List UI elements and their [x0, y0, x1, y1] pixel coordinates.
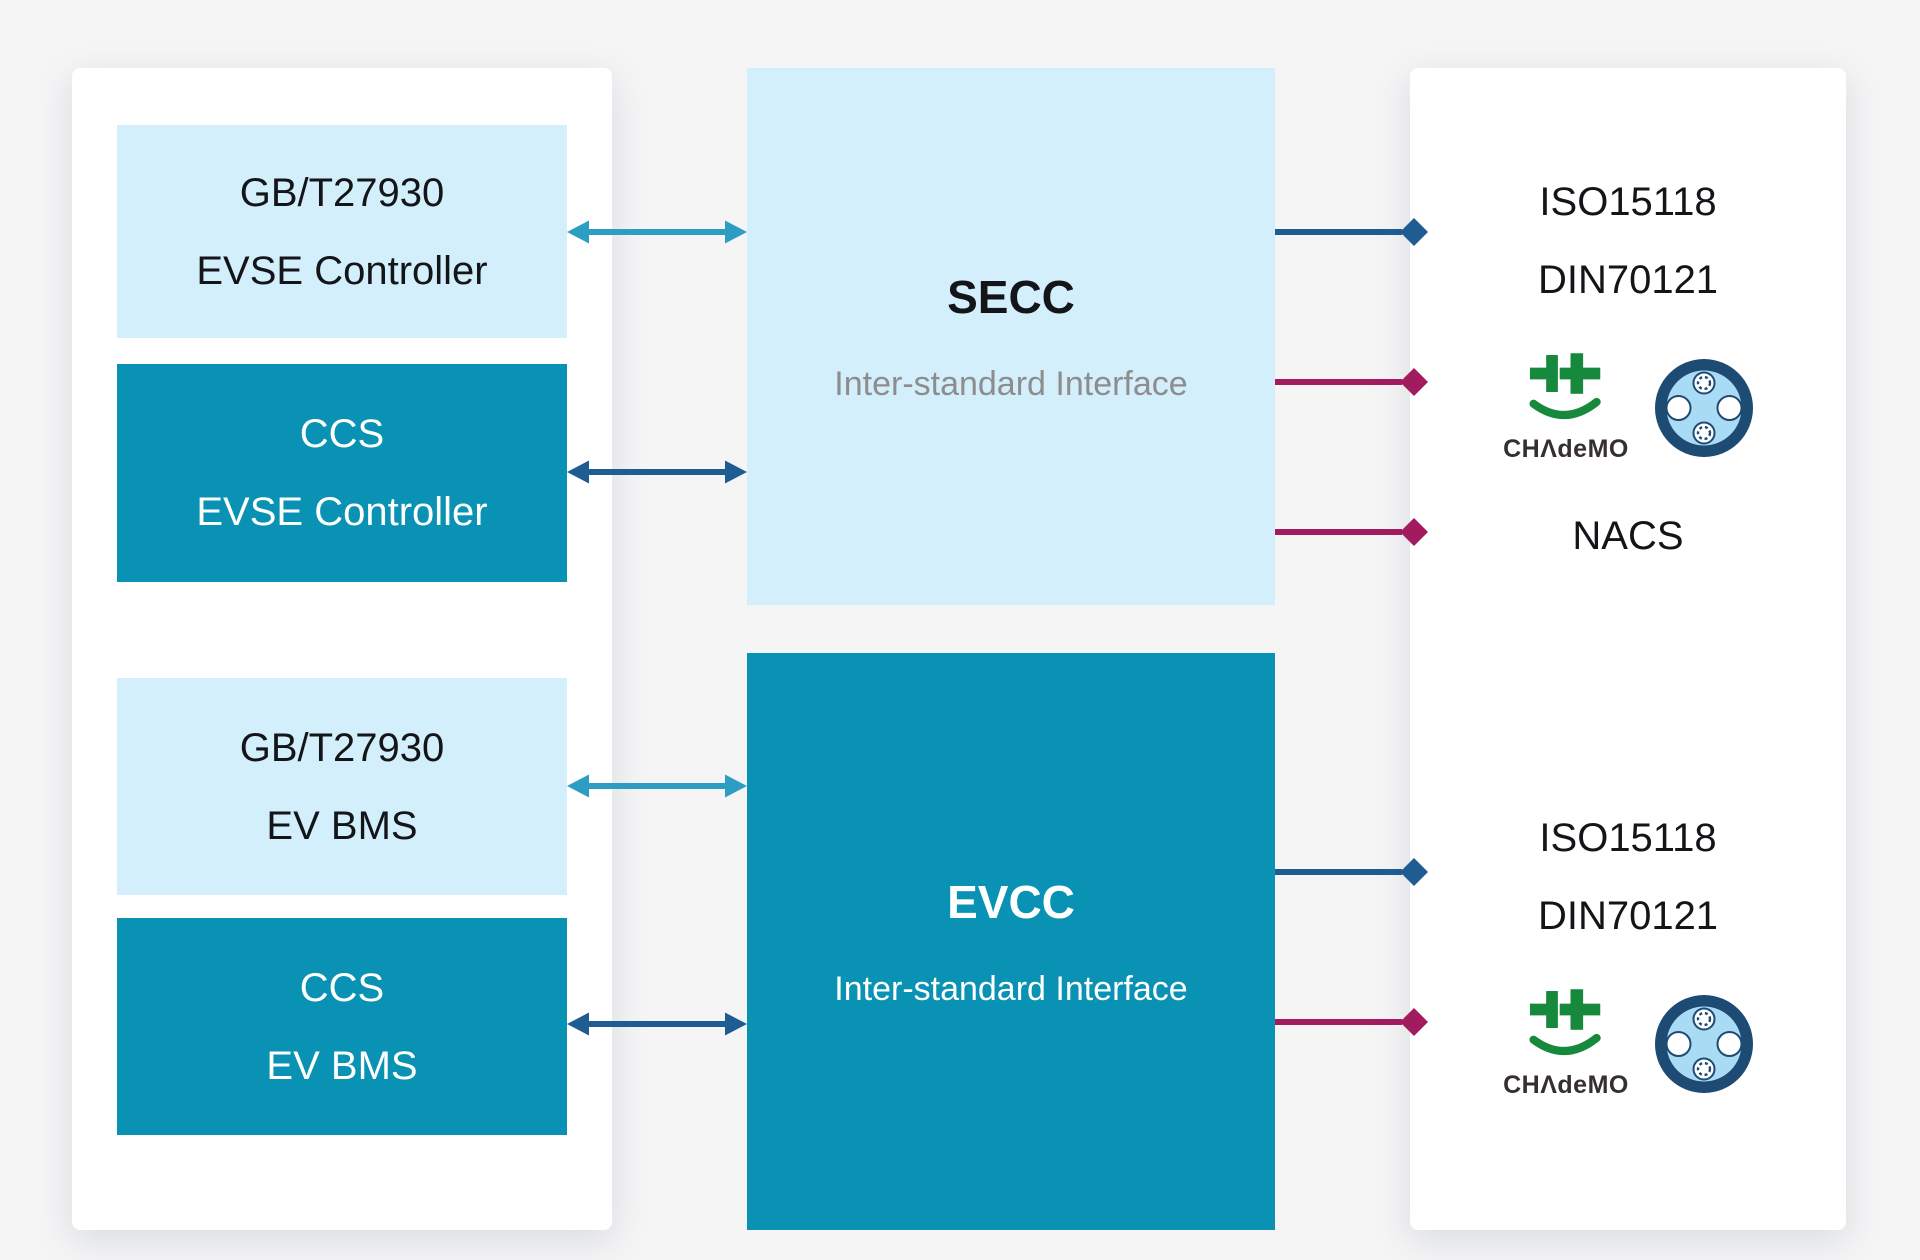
evcc-title: EVCC [947, 875, 1075, 928]
chademo-wordmark: CHΛdeMO [1503, 434, 1629, 463]
signal-pin-bottom [1692, 1057, 1716, 1081]
standards-top-group: ISO15118 DIN70121 [1410, 178, 1846, 304]
standard-label-nacs: NACS [1572, 514, 1684, 558]
chademo-logo: CHΛdeMO [1503, 988, 1629, 1100]
box-ccs-evse-controller: CCS EVSE Controller [117, 364, 567, 582]
secc-title: SECC [947, 270, 1075, 323]
standards-bottom-group: ISO15118 DIN70121 [1410, 814, 1846, 940]
chademo-plug-icon [1529, 352, 1601, 419]
arrow-evcc-to-chademo [1275, 1008, 1428, 1036]
box-label-line: EVSE Controller [196, 490, 488, 534]
standards-panel: ISO15118 DIN70121 CHΛdeMO [1410, 68, 1846, 1230]
chademo-logo: CHΛdeMO [1503, 352, 1629, 464]
box-label-line: EV BMS [266, 803, 418, 848]
chademo-connector-icon [1654, 359, 1753, 457]
box-label-line: EVSE Controller [196, 248, 488, 293]
signal-pin-bottom [1692, 421, 1716, 445]
secc-block: SECC Inter-standard Interface [747, 68, 1275, 605]
connector-logos-top: CHΛdeMO [1410, 350, 1846, 466]
evcc-block: EVCC Inter-standard Interface [747, 653, 1275, 1230]
chademo-plug-icon [1529, 988, 1601, 1055]
standard-label-iso15118: ISO15118 [1539, 180, 1717, 224]
secc-subtitle: Inter-standard Interface [834, 364, 1188, 403]
signal-pin-top [1692, 1007, 1716, 1031]
arrow-secc-to-chademo [1275, 368, 1428, 396]
standard-label-din70121: DIN70121 [1537, 894, 1719, 938]
box-label-line: GB/T27930 [239, 725, 445, 770]
evcc-subtitle: Inter-standard Interface [834, 969, 1188, 1008]
signal-pin-top [1692, 371, 1716, 395]
arrow-evcc-to-iso-din [1275, 858, 1428, 886]
box-label-line: CCS [299, 965, 385, 1010]
standard-label-din70121: DIN70121 [1537, 258, 1719, 302]
chademo-connector-icon [1654, 995, 1753, 1093]
chademo-wordmark: CHΛdeMO [1503, 1070, 1629, 1099]
standard-label-iso15118: ISO15118 [1539, 816, 1717, 860]
box-label-line: EV BMS [266, 1043, 418, 1088]
connector-logos-bottom: CHΛdeMO [1410, 986, 1846, 1102]
box-gbt27930-ev-bms: GB/T27930 EV BMS [117, 678, 567, 895]
arrow-secc-to-iso-din [1275, 218, 1428, 246]
arrow-secc-to-nacs [1275, 518, 1428, 546]
controllers-panel: GB/T27930 EVSE Controller CCS EVSE Contr… [72, 68, 612, 1230]
box-label-line: GB/T27930 [239, 170, 445, 215]
box-gbt27930-evse-controller: GB/T27930 EVSE Controller [117, 125, 567, 338]
box-ccs-ev-bms: CCS EV BMS [117, 918, 567, 1135]
box-label-line: CCS [299, 412, 385, 456]
